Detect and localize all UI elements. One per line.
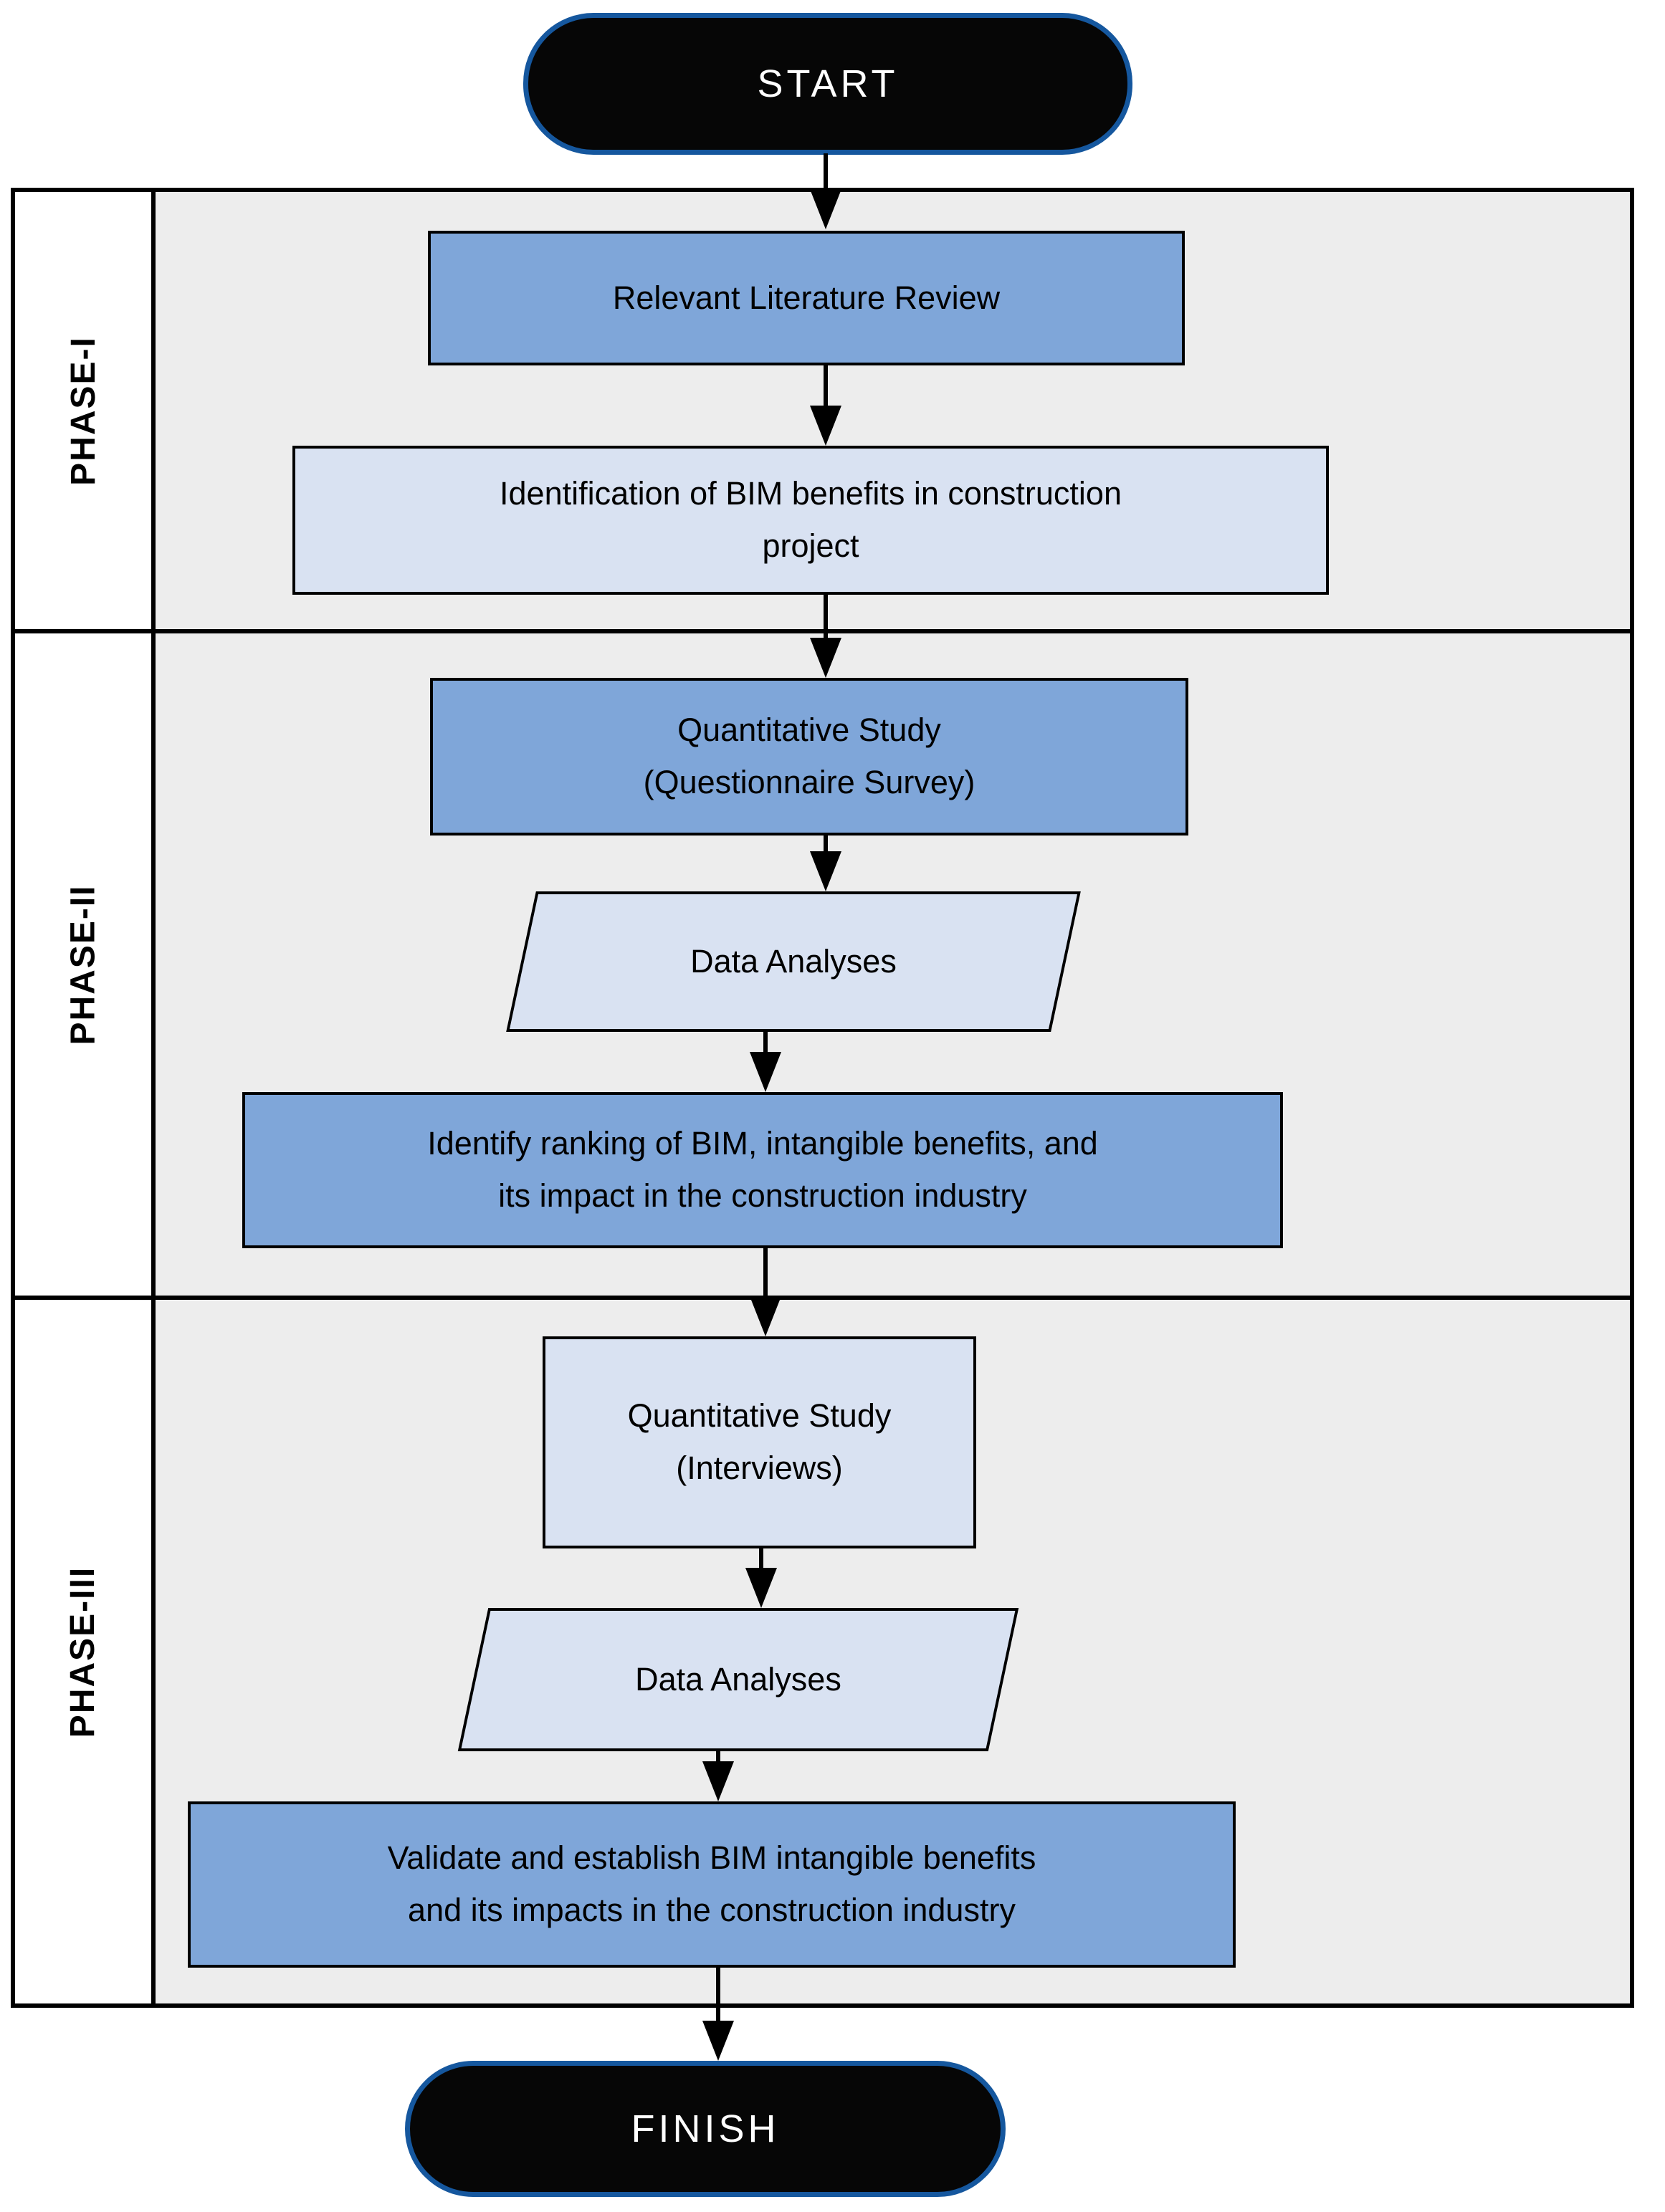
node-data-analyses-phase2-label: Data Analyses [690,943,897,980]
arrow-identify-ranking-to-interviews [750,1248,781,1336]
node-identify-ranking-line2: its impact in the construction industry [498,1177,1027,1214]
arrow-shaft [763,1248,768,1298]
node-data-analyses-phase3: Data Analyses [457,1608,1019,1751]
node-quantitative-survey-line2: (Questionnaire Survey) [643,764,975,800]
node-data-analyses-phase2: Data Analyses [506,891,1081,1032]
arrow-down-icon [745,1568,777,1608]
start-terminal: START [523,13,1132,155]
arrow-data-analyses-to-identify-ranking [750,1032,781,1092]
node-identification-line2: project [762,527,859,564]
arrow-down-icon [702,1761,734,1801]
phase-label-cell-1: PHASE-I [15,192,156,629]
arrow-validate-to-finish [702,1968,734,2061]
node-identification: Identification of BIM benefits in constr… [292,446,1329,595]
arrow-shaft [824,153,828,191]
arrow-shaft [716,1748,720,1763]
arrow-identification-to-quantitative-survey [810,595,841,678]
arrow-down-icon [810,638,841,678]
arrow-down-icon [702,2021,734,2061]
arrow-down-icon [750,1052,781,1092]
arrow-shaft [824,834,828,853]
start-label: START [757,62,899,105]
arrow-data-analyses-to-validate [702,1748,734,1801]
finish-label: FINISH [631,2107,780,2150]
arrow-shaft [759,1548,763,1569]
node-identification-line1: Identification of BIM benefits in constr… [500,475,1122,512]
node-data-analyses-phase3-label: Data Analyses [635,1661,841,1698]
arrow-literature-review-to-identification [810,365,841,446]
arrow-shaft [824,595,828,639]
node-quantitative-interviews-line2: (Interviews) [676,1450,843,1486]
node-identify-ranking: Identify ranking of BIM, intangible bene… [242,1092,1283,1248]
arrow-shaft [716,1968,720,2022]
node-validate-line2: and its impacts in the construction indu… [408,1892,1016,1928]
finish-terminal: FINISH [405,2061,1006,2197]
arrow-down-icon [810,406,841,446]
arrow-shaft [824,365,828,407]
node-quantitative-survey: Quantitative Study (Questionnaire Survey… [430,678,1188,836]
node-quantitative-interviews: Quantitative Study (Interviews) [543,1336,976,1548]
arrow-shaft [763,1032,768,1053]
node-validate: Validate and establish BIM intangible be… [188,1801,1236,1968]
phase-label-3: PHASE-III [64,1566,102,1738]
node-quantitative-interviews-line1: Quantitative Study [627,1397,892,1435]
arrow-start-to-literature-review [810,153,841,229]
phase-label-cell-3: PHASE-III [15,1300,156,2003]
node-literature-review-label: Relevant Literature Review [612,279,1001,316]
arrow-down-icon [750,1296,781,1336]
node-identify-ranking-line1: Identify ranking of BIM, intangible bene… [427,1125,1098,1162]
arrow-quantitative-survey-to-data-analyses [810,834,841,891]
arrow-down-icon [810,189,841,229]
phase-label-1: PHASE-I [64,335,102,486]
phase-label-cell-2: PHASE-II [15,633,156,1296]
node-quantitative-survey-line1: Quantitative Study [677,712,941,749]
arrow-down-icon [810,851,841,891]
node-literature-review: Relevant Literature Review [428,231,1185,365]
node-validate-line1: Validate and establish BIM intangible be… [387,1839,1036,1877]
arrow-interviews-to-data-analyses [745,1548,777,1608]
phase-label-2: PHASE-II [64,884,102,1045]
